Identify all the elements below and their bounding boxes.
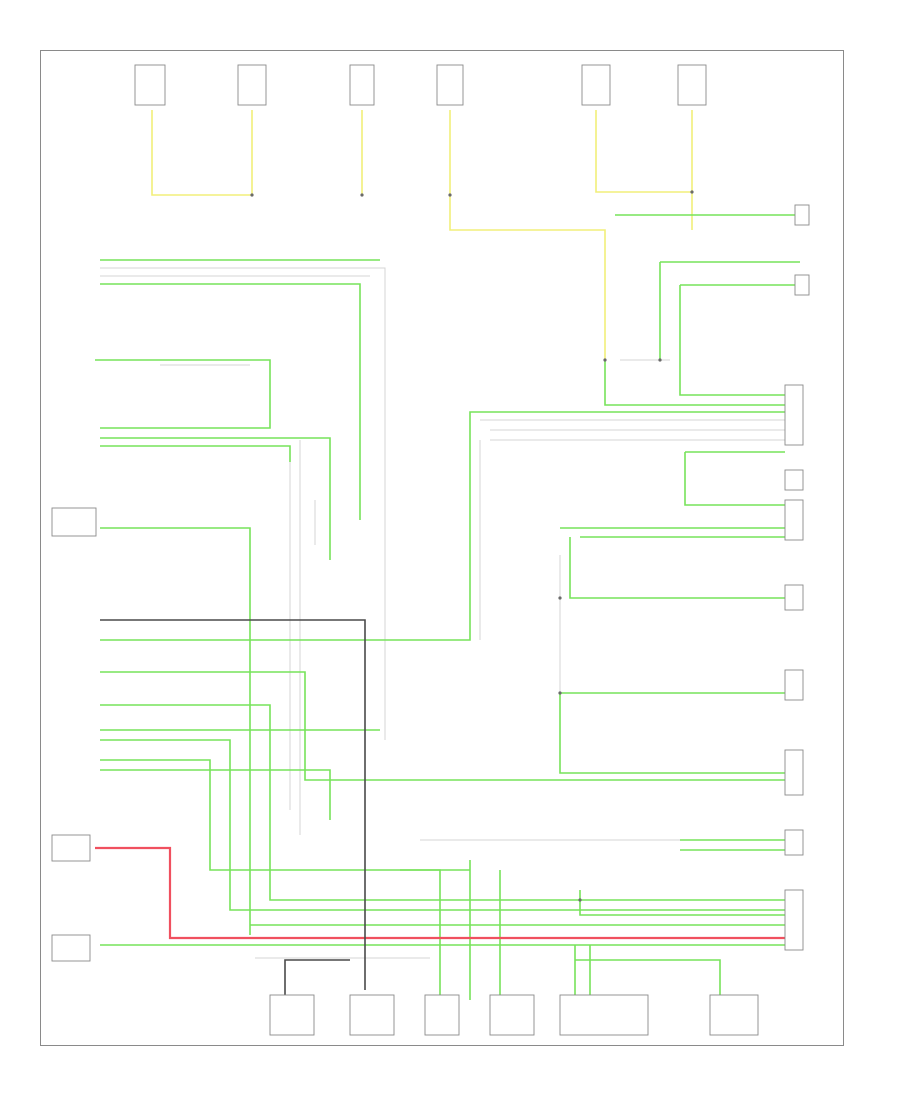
component-box <box>709 994 759 1036</box>
component-box <box>436 64 464 106</box>
component-box <box>489 994 535 1036</box>
component-box <box>784 384 804 446</box>
component-box <box>51 507 97 537</box>
component-box <box>269 994 315 1036</box>
component-box <box>134 64 166 106</box>
diagram-border <box>40 50 844 1046</box>
component-box <box>784 469 804 491</box>
component-box <box>677 64 707 106</box>
component-box <box>784 499 804 541</box>
red-wire <box>95 846 785 940</box>
component-box <box>784 584 804 611</box>
component-box <box>581 64 611 106</box>
gray-wires <box>100 267 785 959</box>
component-box <box>784 829 804 856</box>
component-box <box>559 994 649 1036</box>
component-box <box>784 889 804 951</box>
component-box <box>237 64 267 106</box>
component-box <box>794 204 810 226</box>
component-box <box>784 669 804 701</box>
component-box <box>794 274 810 296</box>
dark-wires <box>100 619 366 995</box>
components <box>51 64 810 1036</box>
splices <box>250 190 694 902</box>
green-wires <box>95 214 800 1000</box>
component-box <box>349 64 375 106</box>
component-box <box>51 934 91 962</box>
component-box <box>349 994 395 1036</box>
component-box <box>784 749 804 796</box>
component-box <box>51 834 91 862</box>
component-box <box>424 994 460 1036</box>
yellow-wires <box>151 110 693 360</box>
